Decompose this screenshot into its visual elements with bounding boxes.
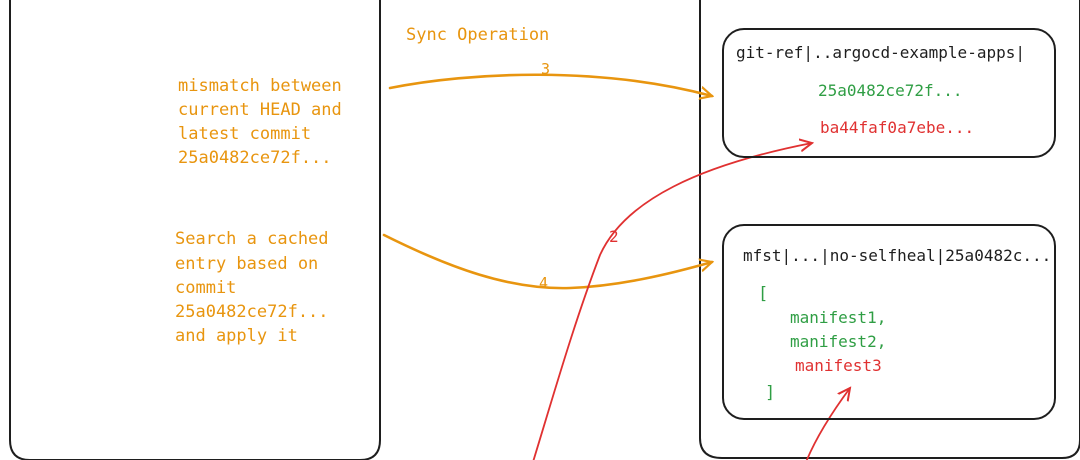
commit-latest: ba44faf0a7ebe...: [820, 118, 975, 137]
step-2-label: 2: [609, 227, 619, 246]
search-note-line: Search a cached: [175, 229, 329, 249]
arrow-step-3: [388, 73, 712, 96]
right-component-box: [699, 0, 1080, 459]
manifest-item: manifest3: [795, 356, 882, 375]
search-note-line: 25a0482ce72f...: [175, 302, 329, 322]
step-4-label: 4: [539, 274, 549, 292]
close-bracket: ]: [765, 383, 776, 403]
mismatch-note-line: current HEAD and: [178, 100, 342, 120]
manifest-item: manifest2,: [790, 332, 887, 351]
search-note-line: entry based on: [175, 254, 319, 274]
manifest-cache-box: [722, 224, 1056, 420]
manifest-header: mfst|...|no-selfheal|25a0482c...: [743, 246, 1052, 265]
git-ref-header: git-ref|..argocd-example-apps|: [736, 43, 1025, 62]
mismatch-note-line: 25a0482ce72f...: [178, 148, 332, 168]
arrow-to-manifest3: [805, 388, 850, 460]
git-ref-cache-box: [722, 28, 1056, 158]
commit-current: 25a0482ce72f...: [818, 81, 963, 100]
step-3-label: 3: [541, 60, 551, 78]
diagram-title: Sync Operation: [406, 25, 550, 45]
mismatch-note-line: mismatch between: [178, 76, 342, 96]
search-note-line: and apply it: [175, 326, 298, 346]
arrow-step-4: [382, 233, 712, 290]
mismatch-note-line: latest commit: [178, 124, 312, 144]
search-note-line: commit: [175, 278, 237, 298]
left-component-box: [9, 0, 381, 460]
arrow-step-2: [532, 143, 812, 460]
open-bracket: [: [758, 284, 769, 304]
manifest-item: manifest1,: [790, 308, 887, 327]
